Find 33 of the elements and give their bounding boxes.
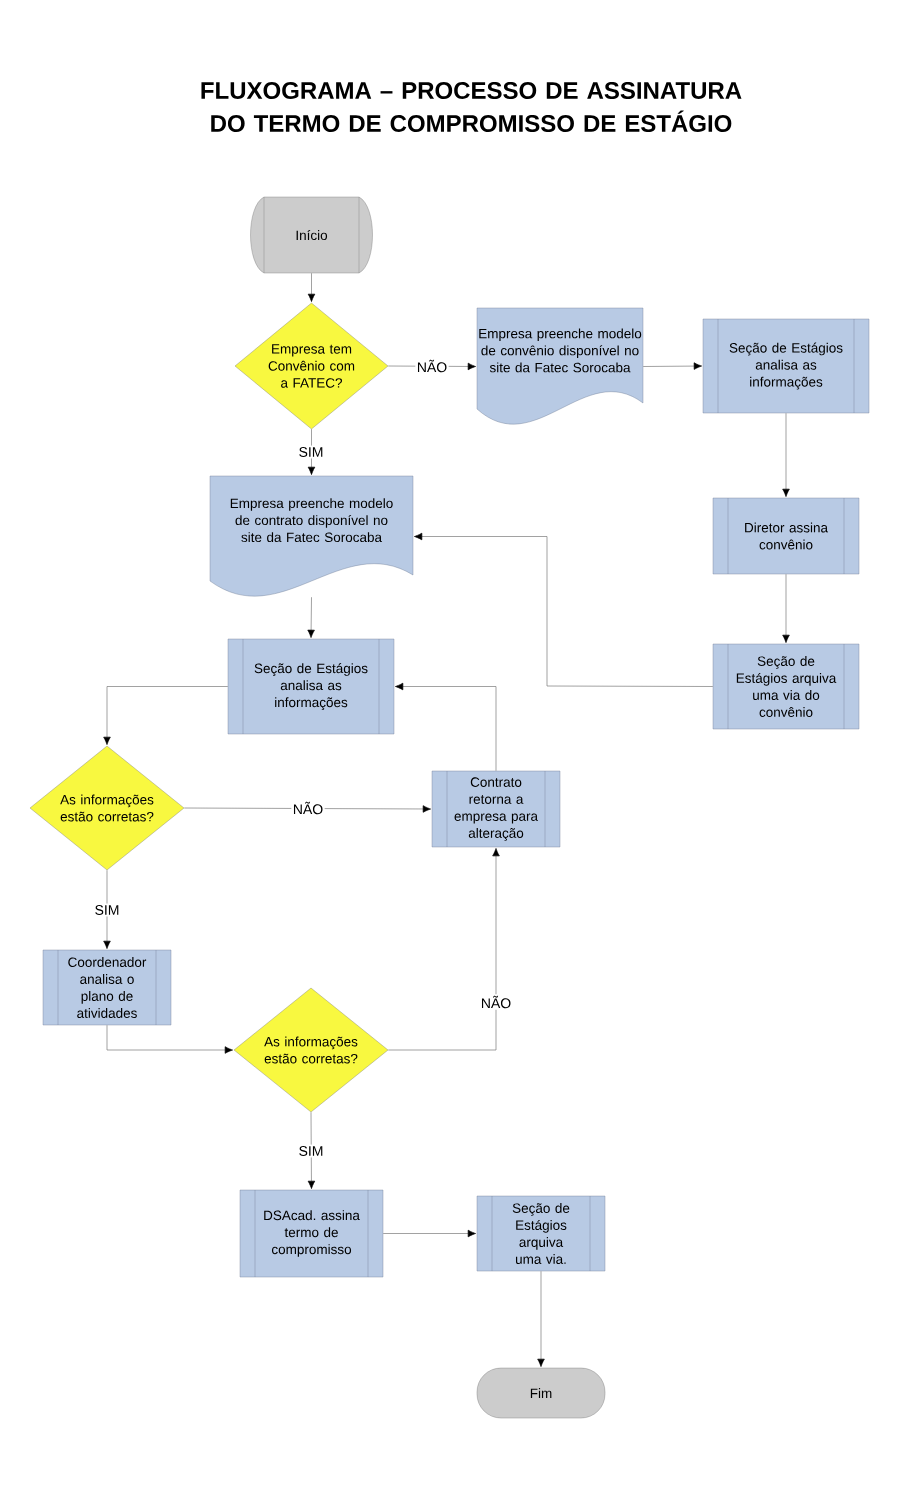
arrow	[395, 682, 497, 772]
arrow	[782, 573, 790, 643]
arrow	[106, 1024, 233, 1054]
process-box: Seção de Estágios arquiva uma via.	[476, 1195, 606, 1272]
process-box: Contrato retorna a empresa para alteração	[431, 770, 561, 848]
edge-label: SIM	[297, 445, 325, 459]
start-terminal: Início	[250, 196, 373, 274]
arrow	[307, 1111, 316, 1189]
process-box: Seção de Estágios analisa as informações	[227, 638, 395, 735]
process-box: Seção de Estágios arquiva uma via do convênio	[712, 643, 860, 730]
arrow	[537, 1270, 545, 1367]
arrow	[642, 362, 702, 370]
arrow	[103, 686, 229, 745]
process-box: Diretor assina convênio	[712, 497, 860, 575]
arrow	[307, 272, 316, 302]
edge-label: SIM	[297, 1144, 325, 1158]
arrow	[387, 848, 500, 1051]
edge-label: NÃO	[291, 800, 325, 816]
arrow	[307, 596, 315, 638]
process-box: DSAcad. assina termo de compromisso	[239, 1189, 384, 1278]
title: FLUXOGRAMA – PROCESSO DE ASSINATURA DO TERMO DE COMPROMISSO DE ESTÁGIO	[201, 82, 742, 132]
process-box: Coordenador analisa o plano de atividades	[42, 949, 172, 1026]
arrow	[782, 412, 790, 497]
edge-label: NÃO	[415, 358, 449, 374]
arrow	[183, 805, 431, 813]
arrow	[414, 532, 714, 687]
edge-label: NÃO	[479, 994, 513, 1010]
arrow	[103, 869, 111, 949]
arrow	[382, 1229, 476, 1238]
process-box: Seção de Estágios analisa as informações	[702, 318, 870, 414]
end-terminal: Fim	[476, 1367, 606, 1419]
arrow	[307, 428, 316, 475]
edge-label: SIM	[93, 903, 121, 917]
